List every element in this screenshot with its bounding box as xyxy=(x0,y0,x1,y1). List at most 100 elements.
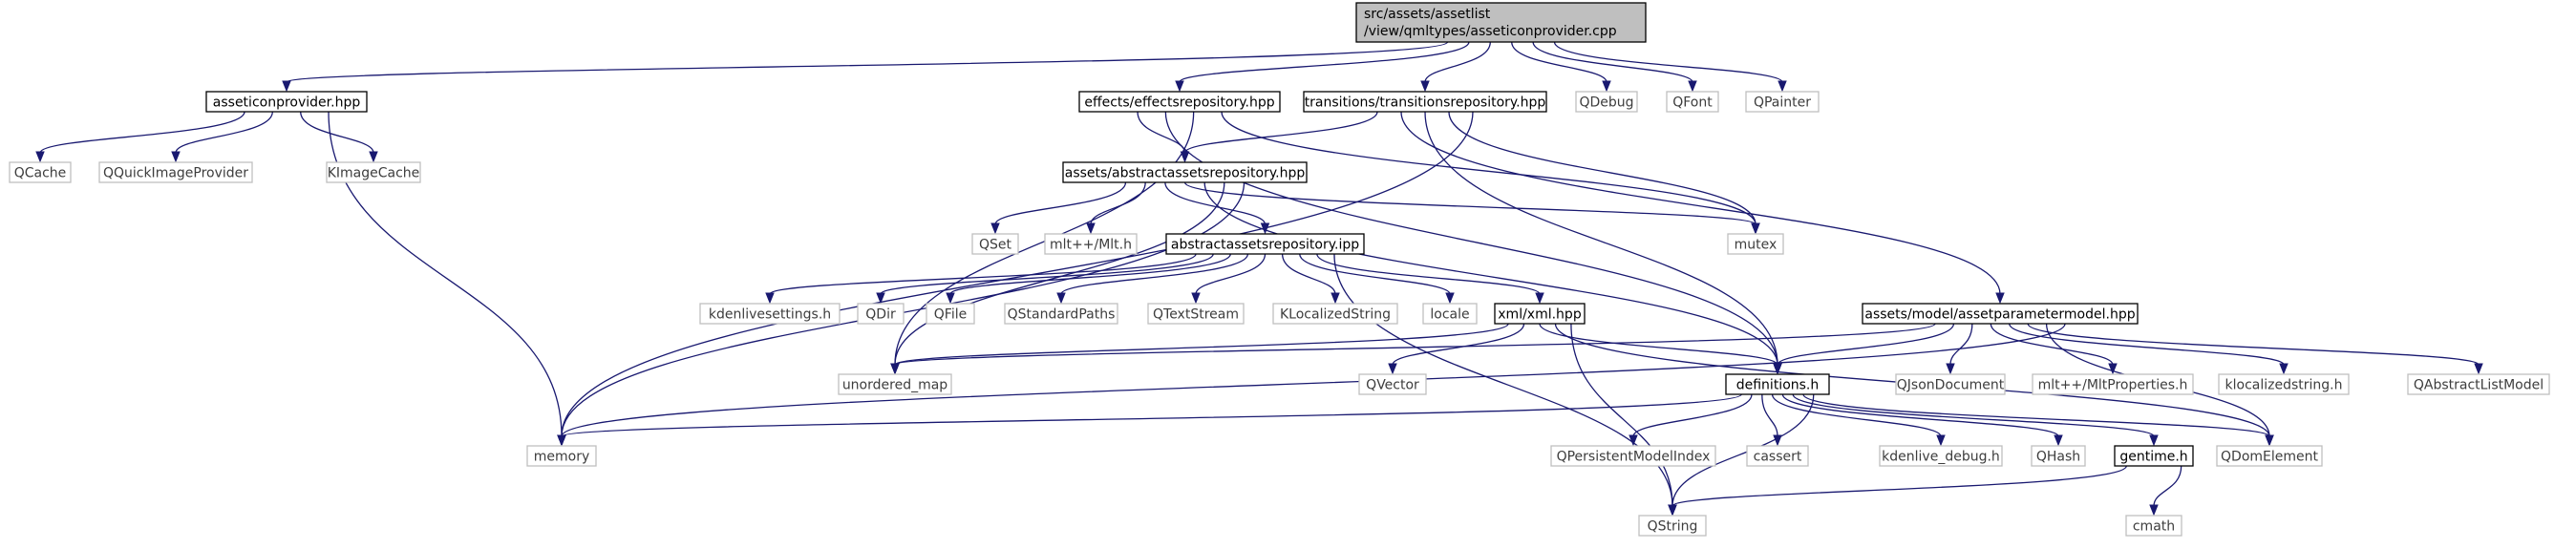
node-label: QFont xyxy=(1672,95,1713,111)
edge-arrowhead xyxy=(1420,80,1430,93)
node-KImageCache: KImageCache xyxy=(326,161,421,183)
edge-arrowhead xyxy=(876,292,885,305)
node-box xyxy=(1303,91,1547,113)
node-label: QHash xyxy=(2036,450,2080,465)
node-gentime-h[interactable]: gentime.h xyxy=(2114,445,2194,467)
edge-xml_hpp-to-QVector xyxy=(1392,323,1525,366)
edge-root-to-transitionsrepository_hpp xyxy=(1424,41,1491,83)
edge-asseticonprovider_hpp-to-QQuickImageProvider xyxy=(175,111,273,154)
node-QAbstractListModel: QAbstractListModel xyxy=(2407,373,2550,395)
edge-arrowhead xyxy=(990,222,1000,235)
node-label: effects/effectsrepository.hpp xyxy=(1084,95,1274,111)
node-box xyxy=(1879,445,2003,467)
node-kdenlive-debug-h: kdenlive_debug.h xyxy=(1879,445,2003,467)
node-QPainter: QPainter xyxy=(1745,91,1820,113)
node-label: KImageCache xyxy=(328,166,420,181)
node-box xyxy=(1078,91,1281,113)
edge-arrowhead xyxy=(1778,80,1787,93)
node-box xyxy=(2407,373,2550,395)
edge-arrowhead xyxy=(1445,292,1455,305)
node-assetparametermodel-hpp[interactable]: assets/model/assetparametermodel.hpp xyxy=(1862,303,2139,325)
node-box xyxy=(2032,373,2194,395)
node-label: QAbstractListModel xyxy=(2414,378,2544,393)
node-mutex: mutex xyxy=(1727,233,1784,255)
node-label: mlt++/MltProperties.h xyxy=(2038,378,2188,393)
node-QQuickImageProvider: QQuickImageProvider xyxy=(98,161,253,183)
edge-abstractassetsrepository_hpp-to-mutex xyxy=(1183,181,1756,225)
edge-arrowhead xyxy=(890,363,900,375)
edge-effectsrepository_hpp-to-unordered_map xyxy=(894,111,1195,366)
edge-arrowhead xyxy=(1629,434,1638,447)
node-box xyxy=(1862,303,2139,325)
node-klocalizedstring-h: klocalizedstring.h xyxy=(2218,373,2350,395)
edge-definitions_h-to-gentime_h xyxy=(1792,393,2155,437)
node-box xyxy=(1745,91,1820,113)
edge-root-to-QDebug xyxy=(1511,41,1607,83)
node-box xyxy=(2125,515,2182,537)
edge-abstractassetsrepository_ipp-to-QTextStream xyxy=(1195,253,1267,295)
node-box xyxy=(1666,91,1719,113)
edge-transitionsrepository_hpp-to-definitions_h xyxy=(1424,111,1778,366)
edge-arrowhead xyxy=(2149,504,2159,517)
edge-asseticonprovider_hpp-to-QCache xyxy=(39,111,245,154)
node-QDebug: QDebug xyxy=(1575,91,1638,113)
node-transitionsrepository-hpp[interactable]: transitions/transitionsrepository.hpp xyxy=(1303,91,1547,113)
node-effectsrepository-hpp[interactable]: effects/effectsrepository.hpp xyxy=(1078,91,1281,113)
node-label: QDebug xyxy=(1579,95,1633,111)
edge-definitions_h-to-QDomElement xyxy=(1802,393,2270,437)
node-label: definitions.h xyxy=(1736,378,1820,393)
edge-assetparametermodel_hpp-to-QAbstractListModel xyxy=(2027,323,2480,366)
node-box xyxy=(838,373,952,395)
node-box xyxy=(1725,373,1830,395)
node-definitions-h[interactable]: definitions.h xyxy=(1725,373,1830,395)
node-box xyxy=(1895,373,2006,395)
node-box xyxy=(1575,91,1638,113)
edge-xml_hpp-to-QString xyxy=(1570,323,1673,507)
node-label: /view/qmltypes/asseticonprovider.cpp xyxy=(1364,24,1617,39)
node-asseticonprovider-hpp[interactable]: asseticonprovider.hpp xyxy=(205,91,368,113)
node-QDir: QDir xyxy=(857,303,905,325)
node-memory: memory xyxy=(526,445,597,467)
edge-layer xyxy=(35,41,2483,517)
node-root[interactable]: src/assets/assetlist/view/qmltypes/asset… xyxy=(1355,2,1647,43)
node-label: transitions/transitionsrepository.hpp xyxy=(1305,95,1546,111)
node-QFont: QFont xyxy=(1666,91,1719,113)
edge-gentime_h-to-QString xyxy=(1671,465,2127,507)
edge-arrowhead xyxy=(1995,292,2005,305)
node-label: mutex xyxy=(1735,238,1778,253)
edge-arrowhead xyxy=(765,292,775,305)
edge-definitions_h-to-QString xyxy=(1671,393,1815,507)
edge-root-to-asseticonprovider_hpp xyxy=(286,41,1449,83)
edge-transitionsrepository_hpp-to-mutex xyxy=(1448,111,1756,225)
node-box xyxy=(2218,373,2350,395)
edge-arrowhead xyxy=(1773,363,1782,375)
node-box xyxy=(1355,2,1647,43)
node-QFile: QFile xyxy=(926,303,975,325)
node-xml-hpp[interactable]: xml/xml.hpp xyxy=(1494,303,1586,325)
node-box xyxy=(1044,233,1138,255)
edge-arrowhead xyxy=(557,434,566,447)
node-label: QCache xyxy=(14,166,67,181)
node-box xyxy=(526,445,597,467)
edge-assetparametermodel_hpp-to-unordered_map xyxy=(894,323,1936,366)
node-abstractassetsrepository-hpp[interactable]: assets/abstractassetsrepository.hpp xyxy=(1062,161,1308,183)
node-abstractassetsrepository-ipp[interactable]: abstractassetsrepository.ipp xyxy=(1165,233,1365,255)
node-layer: src/assets/assetlist/view/qmltypes/asset… xyxy=(9,2,2550,537)
edge-arrowhead xyxy=(1668,504,1677,517)
node-box xyxy=(2031,445,2086,467)
node-box xyxy=(205,91,368,113)
node-QVector: QVector xyxy=(1358,373,1427,395)
edge-arrowhead xyxy=(2149,434,2159,447)
edge-root-to-QFont xyxy=(1532,41,1693,83)
edge-arrowhead xyxy=(1751,222,1760,235)
edge-arrowhead xyxy=(1331,292,1340,305)
edge-xml_hpp-to-unordered_map xyxy=(894,323,1509,366)
node-label: KLocalizedString xyxy=(1280,307,1391,323)
edge-abstractassetsrepository_hpp-to-abstractassetsrepository_ipp xyxy=(1164,181,1267,225)
node-box xyxy=(1272,303,1398,325)
node-label: src/assets/assetlist xyxy=(1364,7,1491,22)
edge-effectsrepository_hpp-to-mutex xyxy=(1221,111,1756,225)
node-label: kdenlive_debug.h xyxy=(1882,450,2000,465)
node-locale: locale xyxy=(1422,303,1478,325)
node-label: QPersistentModelIndex xyxy=(1557,450,1711,465)
